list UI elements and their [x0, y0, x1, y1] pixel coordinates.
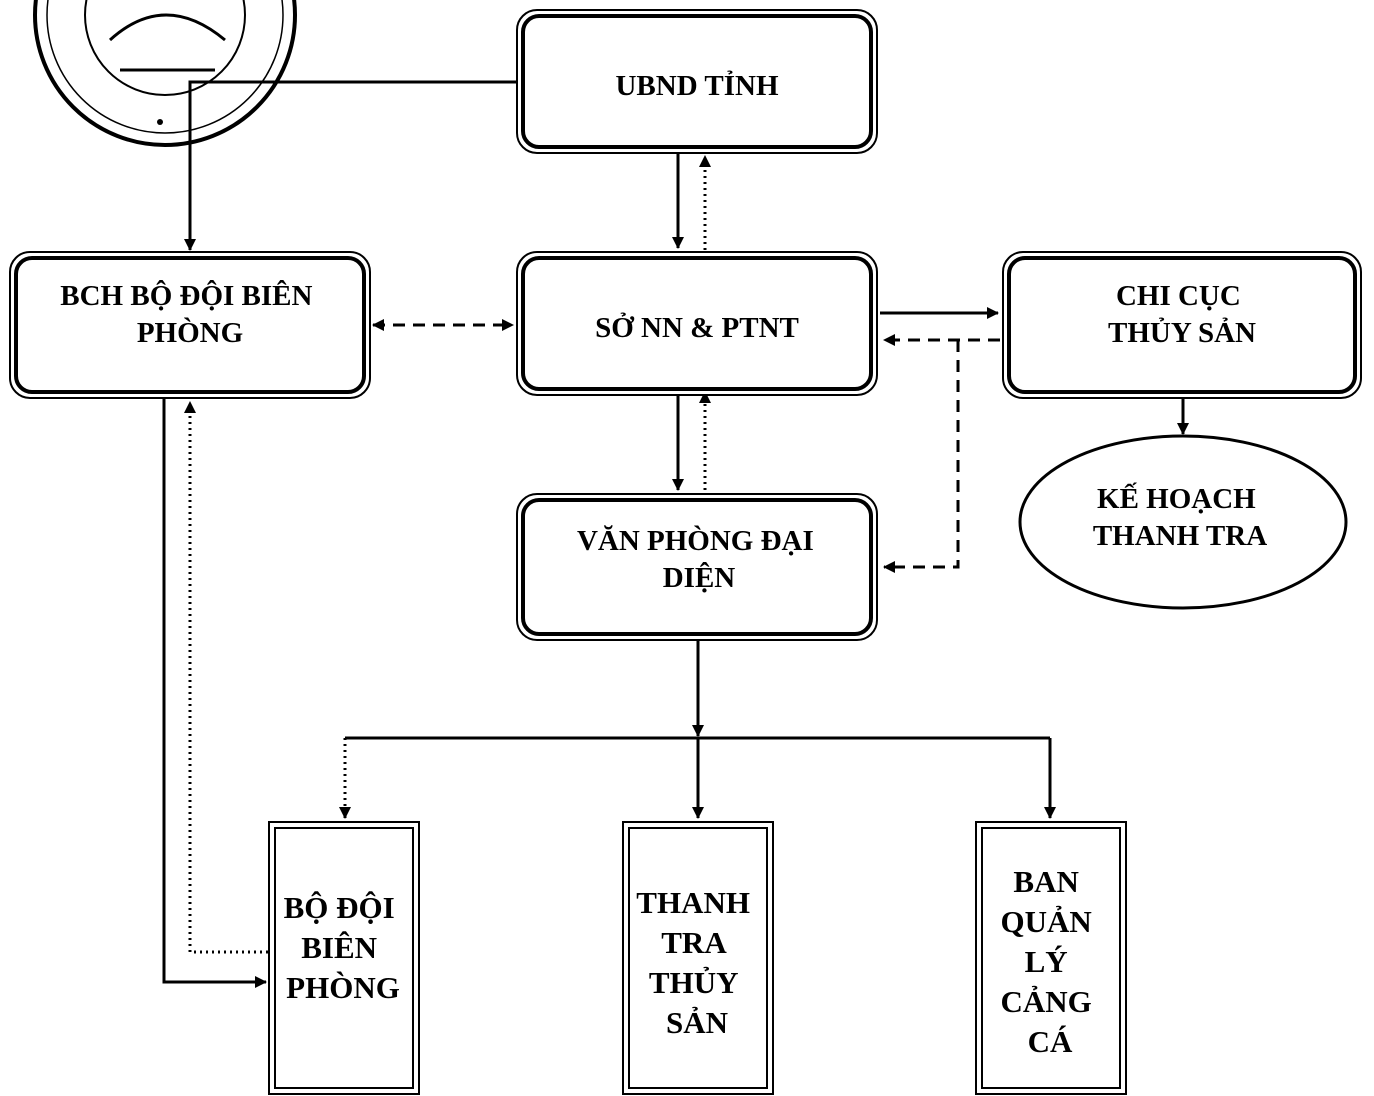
node-bch-bo-doi-bien-phong: BCH BỘ ĐỘI BIÊN PHÒNG: [9, 251, 371, 399]
node-thanh-tra-thuy-san: THANH TRA THỦY SẢN: [622, 821, 774, 1095]
node-ubnd-tinh-label: UBND TỈNH: [615, 70, 778, 102]
node-chicuc-label: CHI CỤC THỦY SẢN: [1108, 280, 1256, 349]
node-ban-quan-ly-cang-ca: BAN QUẢN LÝ CẢNG CÁ: [975, 821, 1127, 1095]
node-ubnd-tinh: UBND TỈNH: [516, 9, 878, 154]
node-ke-hoach-thanh-tra: KẾ HOẠCH THANH TRA: [1018, 434, 1348, 610]
node-bodoi-label: BỘ ĐỘI BIÊN PHÒNG: [284, 890, 403, 1005]
node-thanhtra-label: THANH TRA THỦY SẢN: [636, 885, 757, 1040]
node-kehoach-label: KẾ HOẠCH THANH TRA: [1093, 481, 1267, 552]
connector-chicuc-vanphong: [883, 340, 960, 573]
connector-bch-bodoi: [162, 398, 267, 988]
node-so-label: SỞ NN & PTNT: [595, 311, 799, 344]
official-seal: [33, 0, 297, 147]
connector-ubnd-bch: [184, 80, 517, 251]
node-chi-cuc-thuy-san: CHI CỤC THỦY SẢN: [1002, 251, 1362, 399]
node-bo-doi-bien-phong: BỘ ĐỘI BIÊN PHÒNG: [268, 821, 420, 1095]
node-bch-label: BCH BỘ ĐỘI BIÊN PHÒNG: [60, 279, 319, 349]
node-banquanly-label: BAN QUẢN LÝ CẢNG CÁ: [1000, 864, 1099, 1059]
node-vanphong-label: VĂN PHÒNG ĐẠI DIỆN: [577, 524, 821, 594]
connector-bodoi-bch: [184, 401, 268, 954]
node-so-nn-ptnt: SỞ NN & PTNT: [516, 251, 878, 396]
node-van-phong-dai-dien: VĂN PHÒNG ĐẠI DIỆN: [516, 493, 878, 641]
